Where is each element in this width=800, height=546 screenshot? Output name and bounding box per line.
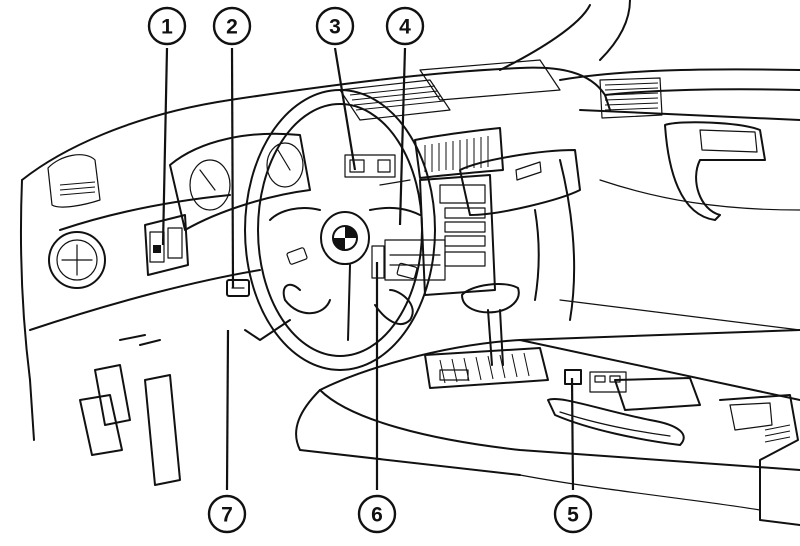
callout-3: 3 (315, 6, 355, 46)
steering-hub (320, 211, 370, 265)
center-vents (339, 59, 561, 179)
callout-1-label: 1 (161, 16, 173, 39)
callout-4: 4 (385, 6, 425, 46)
gear-lever (487, 309, 504, 366)
steering-wheel (244, 89, 436, 371)
callout-2-label: 2 (226, 16, 238, 39)
callout-6: 6 (357, 494, 397, 534)
gear-knob (461, 283, 520, 314)
stalk-switch (226, 279, 250, 297)
brake-pedal (94, 364, 131, 426)
callout-5: 5 (553, 494, 593, 534)
gear-gate (424, 347, 549, 389)
instrument-cluster (169, 132, 311, 231)
pedals (79, 334, 181, 486)
center-stack (344, 154, 496, 296)
callout-1: 1 (147, 6, 187, 46)
door-panel (534, 77, 800, 331)
callout-7: 7 (207, 494, 247, 534)
accelerator-pedal (144, 374, 181, 486)
callout-5-label: 5 (567, 504, 579, 527)
callout-7-label: 7 (221, 504, 233, 527)
light-switch-panel (144, 214, 189, 276)
steering-column (244, 319, 291, 341)
callout-3-label: 3 (329, 16, 341, 39)
callout-lines (161, 47, 575, 491)
dashboard (19, 0, 800, 441)
callout-6-label: 6 (371, 504, 383, 527)
callout-4-label: 4 (399, 16, 411, 39)
handbrake (547, 398, 685, 446)
left-air-vent (48, 231, 106, 289)
callout-2: 2 (212, 6, 252, 46)
center-console (295, 283, 800, 526)
